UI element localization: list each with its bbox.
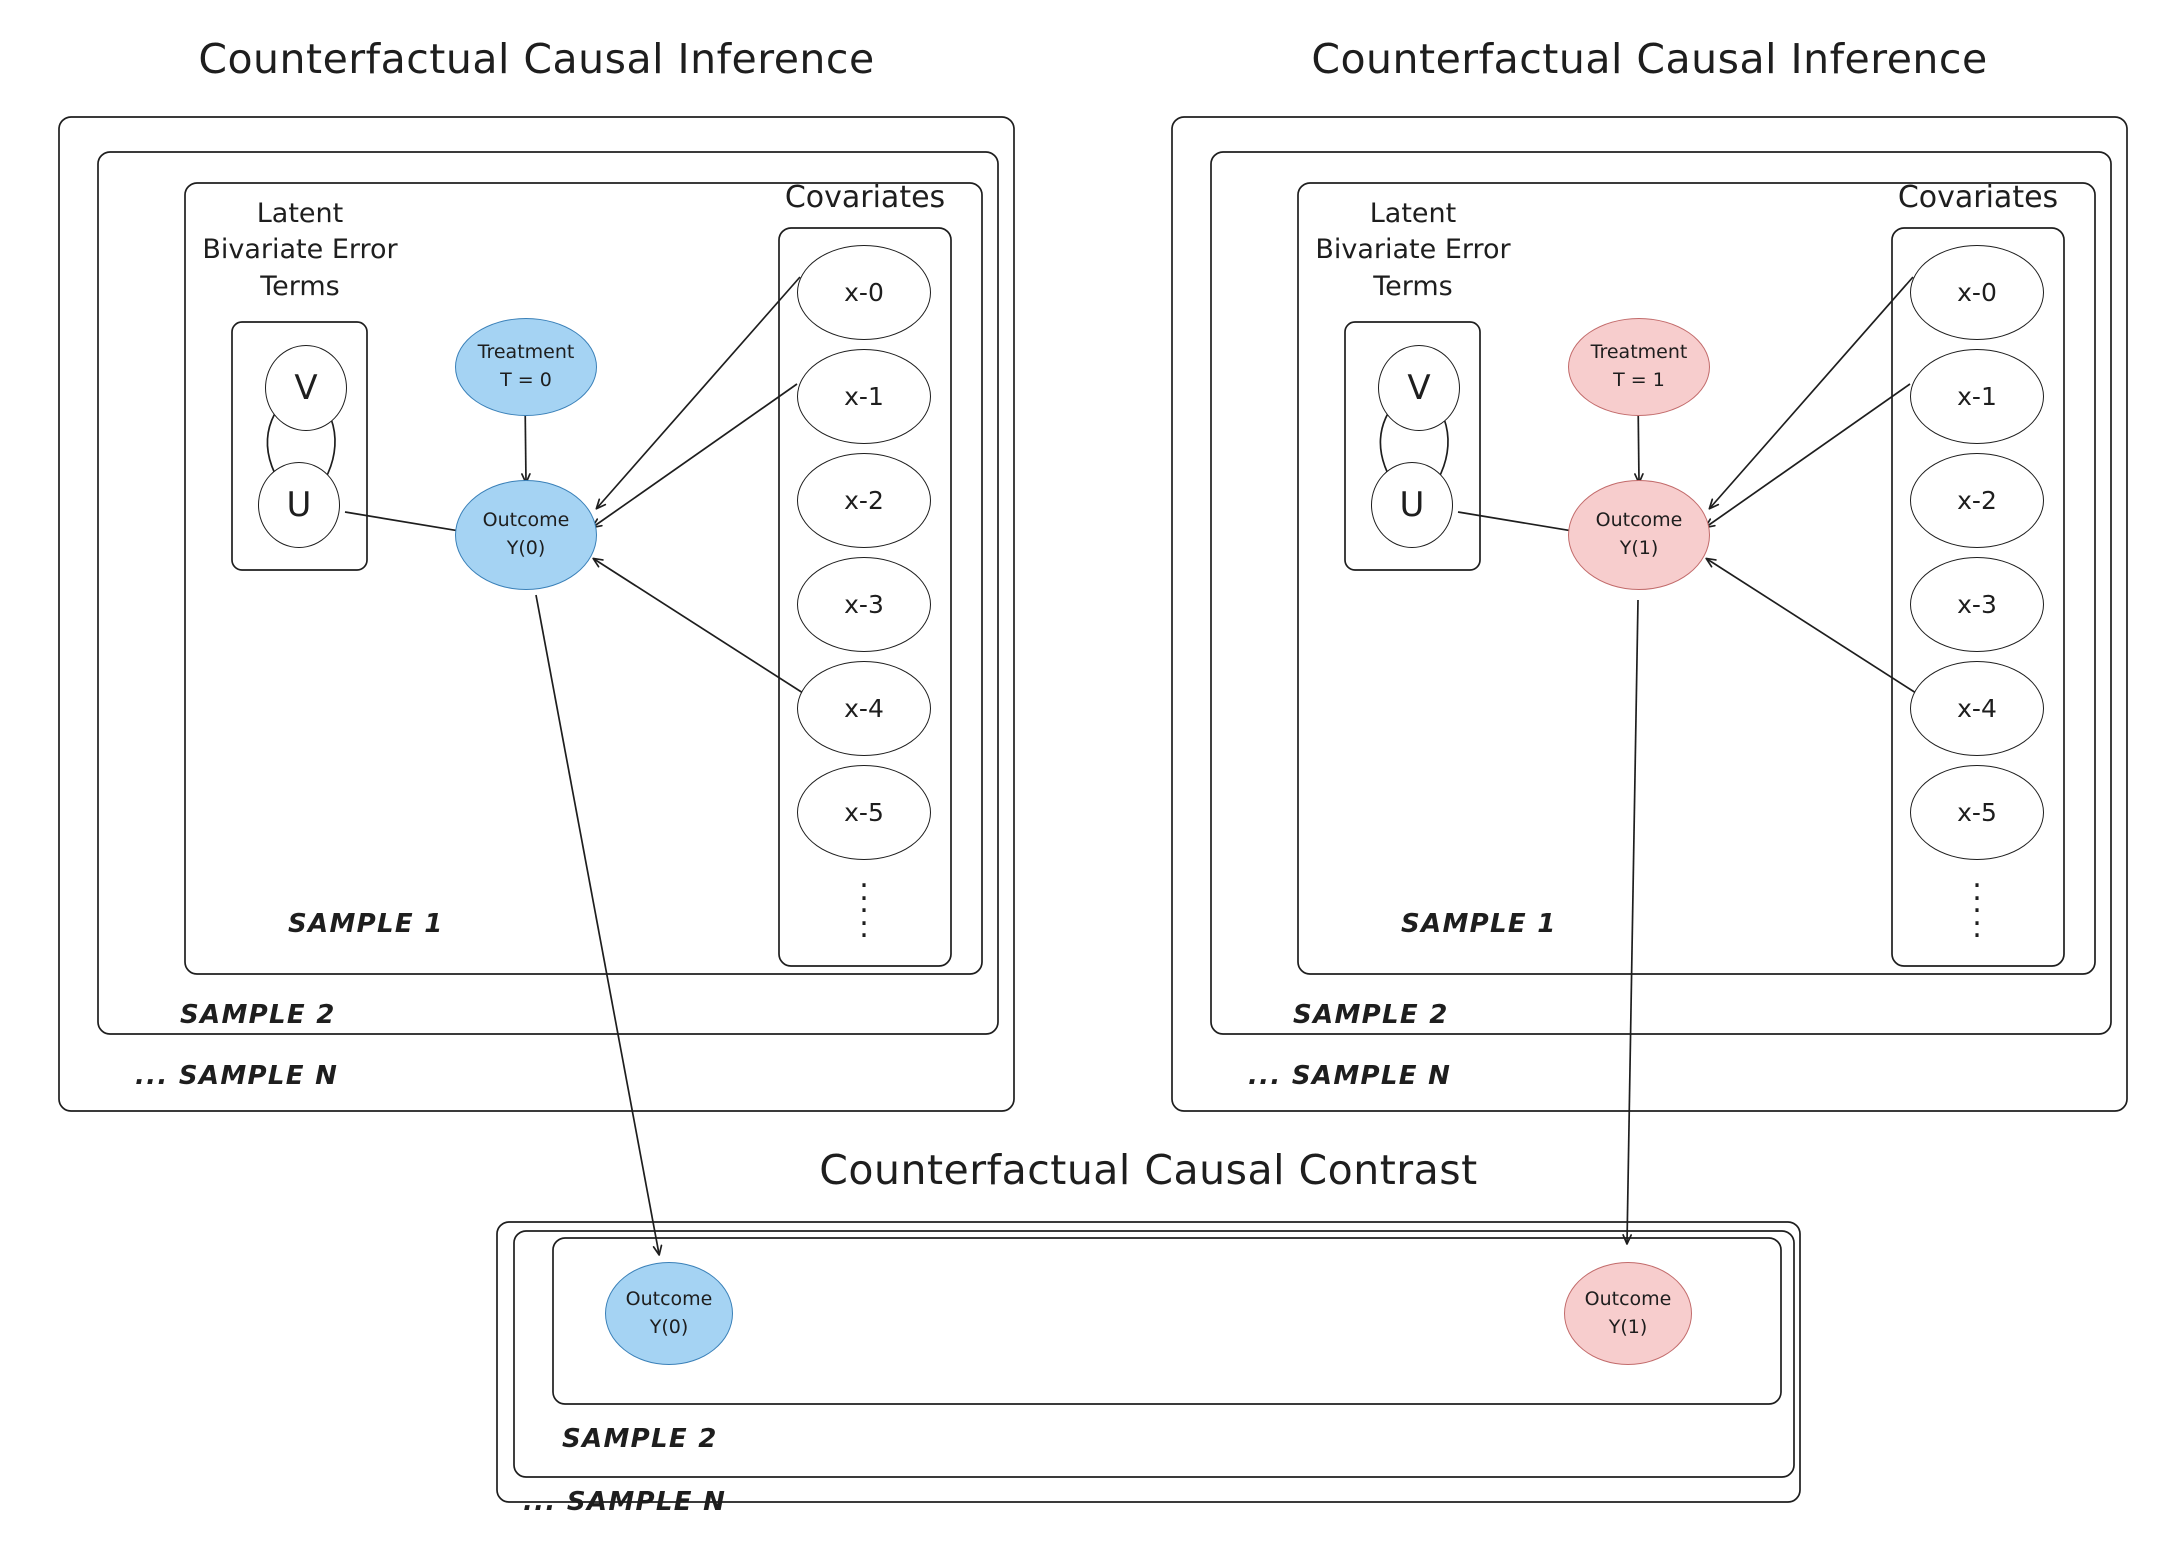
left-covariate-x5[interactable]: x-5: [797, 765, 931, 860]
left-node-v[interactable]: V: [265, 345, 347, 431]
right-sample-2-label: SAMPLE 2: [1293, 1000, 1449, 1030]
right-covariate-x5[interactable]: x-5: [1910, 765, 2044, 860]
right-node-v-label: V: [1407, 368, 1431, 408]
left-node-treatment[interactable]: Treatment T = 0: [455, 318, 597, 416]
right-node-u[interactable]: U: [1371, 462, 1453, 548]
right-covariate-x0[interactable]: x-0: [1910, 245, 2044, 340]
right-node-u-label: U: [1399, 485, 1425, 525]
contrast-control-line1: Outcome: [625, 1287, 713, 1310]
right-covariate-x1[interactable]: x-1: [1910, 349, 2044, 444]
contrast-node-outcome-treated[interactable]: Outcome Y(1): [1564, 1262, 1692, 1365]
right-sample-n-label: ... SAMPLE N: [1248, 1061, 1452, 1091]
right-node-treatment[interactable]: Treatment T = 1: [1568, 318, 1710, 416]
right-panel-frames: [1171, 116, 2128, 1112]
right-treatment-line2: T = 1: [1613, 369, 1665, 391]
right-covariates-ellipsis-icon: .....: [1972, 860, 1982, 946]
right-covariate-x5-label: x-5: [1957, 798, 1997, 827]
contrast-treated-line1: Outcome: [1584, 1287, 1672, 1310]
right-covariate-x2[interactable]: x-2: [1910, 453, 2044, 548]
right-arrow-outcome-to-contrast: [1622, 599, 1639, 1245]
left-treatment-line2: T = 0: [500, 369, 552, 391]
left-arrow-outcome-to-contrast: [535, 594, 663, 1256]
right-arrow-x0-to-outcome: [1708, 276, 1914, 510]
right-node-v[interactable]: V: [1378, 345, 1460, 431]
right-covariates-box: [1891, 227, 2065, 967]
left-covariate-x3-label: x-3: [844, 590, 884, 619]
left-node-outcome-label: Outcome Y(0): [456, 507, 596, 562]
right-covariate-x3[interactable]: x-3: [1910, 557, 2044, 652]
right-outcome-line1: Outcome: [1595, 509, 1683, 532]
right-arrow-x4-to-outcome: [1705, 557, 1917, 694]
left-node-v-label: V: [294, 368, 318, 408]
left-node-outcome[interactable]: Outcome Y(0): [455, 480, 597, 590]
left-covariate-x5-label: x-5: [844, 798, 884, 827]
left-covariate-x4-label: x-4: [844, 694, 884, 723]
left-sample-n-label: ... SAMPLE N: [135, 1061, 339, 1091]
left-treatment-line1: Treatment: [477, 341, 575, 364]
left-arrow-x4-to-outcome: [592, 557, 804, 694]
left-node-u-label: U: [286, 485, 312, 525]
right-latent-box: [1344, 321, 1481, 571]
right-covariate-x3-label: x-3: [1957, 590, 1997, 619]
left-node-treatment-label: Treatment T = 0: [456, 339, 596, 394]
right-node-treatment-label: Treatment T = 1: [1569, 339, 1709, 394]
left-covariate-x3[interactable]: x-3: [797, 557, 931, 652]
left-covariates-box: [778, 227, 952, 967]
left-arrow-x0-to-outcome: [595, 276, 801, 510]
contrast-outcome-control-label: Outcome Y(0): [606, 1286, 732, 1341]
left-sample-1-label: SAMPLE 1: [288, 909, 444, 939]
right-covariates-group-label: Covariates: [1897, 180, 2059, 215]
contrast-outcome-treated-label: Outcome Y(1): [1565, 1286, 1691, 1341]
contrast-control-line2: Y(0): [649, 1315, 689, 1338]
right-node-outcome[interactable]: Outcome Y(1): [1568, 480, 1710, 590]
left-outcome-line2: Y(0): [506, 537, 546, 559]
left-covariate-x0[interactable]: x-0: [797, 245, 931, 340]
left-covariate-x0-label: x-0: [844, 278, 884, 307]
bottom-sample-2-label: SAMPLE 2: [562, 1424, 718, 1454]
left-covariate-x2-label: x-2: [844, 486, 884, 515]
right-covariate-x4[interactable]: x-4: [1910, 661, 2044, 756]
left-outcome-line1: Outcome: [482, 509, 570, 532]
left-covariate-x4[interactable]: x-4: [797, 661, 931, 756]
left-panel-title: Counterfactual Causal Inference: [198, 35, 875, 83]
right-arrow-x1-to-outcome: [1704, 383, 1911, 529]
bottom-panel-title: Counterfactual Causal Contrast: [819, 1146, 1478, 1194]
left-arrow-x1-to-outcome: [591, 383, 798, 529]
left-latent-box: [231, 321, 368, 571]
right-outcome-line2: Y(1): [1619, 537, 1659, 559]
right-panel-title: Counterfactual Causal Inference: [1311, 35, 1988, 83]
right-node-outcome-label: Outcome Y(1): [1569, 507, 1709, 562]
contrast-node-outcome-control[interactable]: Outcome Y(0): [605, 1262, 733, 1365]
left-covariate-x1[interactable]: x-1: [797, 349, 931, 444]
contrast-treated-line2: Y(1): [1608, 1315, 1648, 1338]
left-panel-frames: [58, 116, 1015, 1112]
left-covariate-x2[interactable]: x-2: [797, 453, 931, 548]
left-covariates-ellipsis-icon: .....: [859, 860, 869, 946]
bottom-panel-frames: [496, 1221, 1801, 1503]
right-covariate-x1-label: x-1: [1957, 382, 1997, 411]
right-sample-1-label: SAMPLE 1: [1401, 909, 1557, 939]
left-covariates-group-label: Covariates: [784, 180, 946, 215]
left-node-u[interactable]: U: [258, 462, 340, 548]
right-covariate-x4-label: x-4: [1957, 694, 1997, 723]
left-sample-2-label: SAMPLE 2: [180, 1000, 336, 1030]
right-treatment-line1: Treatment: [1590, 341, 1688, 364]
bottom-sample-n-label: ... SAMPLE N: [523, 1487, 727, 1517]
right-covariate-x0-label: x-0: [1957, 278, 1997, 307]
right-covariate-x2-label: x-2: [1957, 486, 1997, 515]
left-covariate-x1-label: x-1: [844, 382, 884, 411]
